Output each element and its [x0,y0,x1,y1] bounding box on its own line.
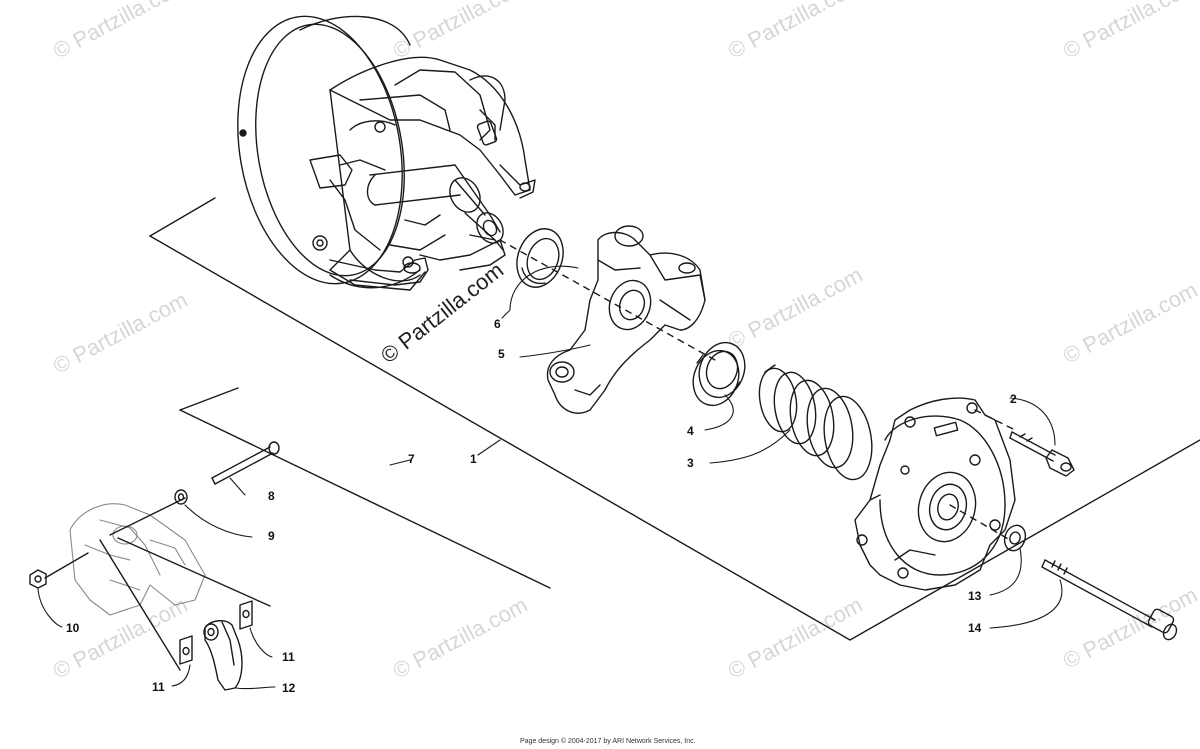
part-13-washer [1003,524,1027,552]
callout-1: 1 [470,452,477,466]
callout-9: 9 [268,529,275,543]
arm-assembly-outline [69,503,206,616]
part-5-spider [546,225,706,414]
callout-leaders [37,265,1063,690]
callout-10: 10 [66,621,80,635]
assembly-bracket-7 [179,387,239,411]
callout-4: 4 [687,424,694,438]
part-3-spring [758,364,873,481]
callout-2: 2 [1010,392,1017,406]
arm-assembly-lines [44,497,271,671]
clutch-sheave [237,15,536,291]
assembly-bracket-1 [149,235,1200,641]
part-10-nut [29,569,47,589]
part-2-bolt [1009,431,1075,477]
assembly-bracket-1 [149,197,216,237]
copyright-footer: Page design © 2004-2017 by ARI Network S… [520,738,696,745]
callout-11b: 11 [282,650,295,664]
part-12-cam-arm [203,620,243,691]
callout-6: 6 [494,317,501,331]
assembly-bracket-7 [179,409,551,589]
part-8-pin [211,441,280,485]
cover-plate [854,397,1016,591]
callout-11a: 11 [152,680,165,694]
callout-8: 8 [268,489,275,503]
callout-13: 13 [968,589,982,603]
part-14-bolt [1041,559,1178,641]
callout-14: 14 [968,621,982,635]
callout-5: 5 [498,347,505,361]
callout-3: 3 [687,456,694,470]
callout-7: 7 [408,452,415,466]
callout-12: 12 [282,681,296,695]
part-11-shim-a [179,635,193,665]
part-9-washer [174,489,188,505]
part-4-bushing [692,341,746,407]
part-6-washer [516,228,564,288]
part-11-shim-b [239,600,253,630]
